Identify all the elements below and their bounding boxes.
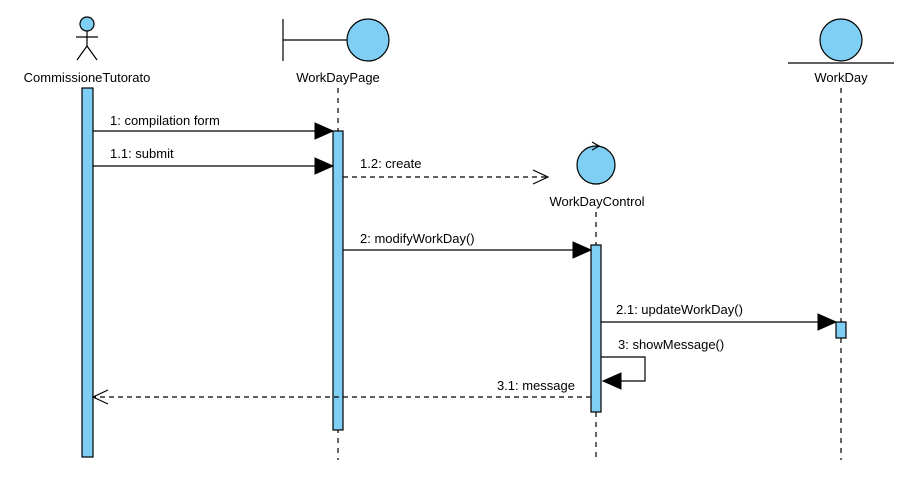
message-label-1-1: 1.1: submit — [110, 146, 174, 161]
filled-arrowhead — [817, 313, 838, 331]
filled-arrowhead — [314, 157, 335, 175]
filled-arrowhead — [601, 372, 622, 390]
message-3[interactable]: 3: showMessage() — [601, 337, 724, 390]
message-3-1[interactable]: 3.1: message — [91, 378, 591, 405]
participant-commissione-tutorato[interactable]: CommissioneTutorato — [24, 16, 151, 85]
message-1[interactable]: 1: compilation form — [93, 113, 335, 140]
filled-arrowhead — [314, 122, 335, 140]
message-2[interactable]: 2: modifyWorkDay() — [343, 231, 593, 259]
activation-bar-workday — [835, 321, 847, 339]
filled-arrowhead — [572, 241, 593, 259]
participant-label-workday: WorkDay — [814, 70, 868, 85]
message-label-2: 2: modifyWorkDay() — [360, 231, 475, 246]
message-1-2[interactable]: 1.2: create — [343, 156, 550, 185]
message-1-1[interactable]: 1.1: submit — [93, 146, 335, 175]
message-2-1[interactable]: 2.1: updateWorkDay() — [601, 302, 838, 331]
participant-workdaycontrol[interactable]: WorkDayControl — [549, 141, 645, 209]
activation-bar-commissione — [81, 87, 94, 458]
control-icon — [576, 141, 616, 185]
participant-label-workdaycontrol: WorkDayControl — [549, 194, 644, 209]
boundary-icon — [282, 18, 390, 62]
message-label-1: 1: compilation form — [110, 113, 220, 128]
message-label-2-1: 2.1: updateWorkDay() — [616, 302, 743, 317]
participant-workday[interactable]: WorkDay — [788, 18, 894, 85]
entity-icon — [788, 18, 894, 64]
message-label-1-2: 1.2: create — [360, 156, 421, 171]
message-label-3: 3: showMessage() — [618, 337, 724, 352]
open-arrowhead — [91, 389, 109, 405]
activation-bar-workdaycontrol — [590, 244, 602, 413]
message-label-3-1: 3.1: message — [497, 378, 575, 393]
participant-workdaypage[interactable]: WorkDayPage — [282, 18, 390, 85]
open-arrowhead — [532, 169, 550, 185]
participant-label-commissione: CommissioneTutorato — [24, 70, 151, 85]
activation-bar-workdaypage — [332, 130, 344, 431]
actor-icon — [76, 16, 98, 61]
participant-label-workdaypage: WorkDayPage — [296, 70, 380, 85]
